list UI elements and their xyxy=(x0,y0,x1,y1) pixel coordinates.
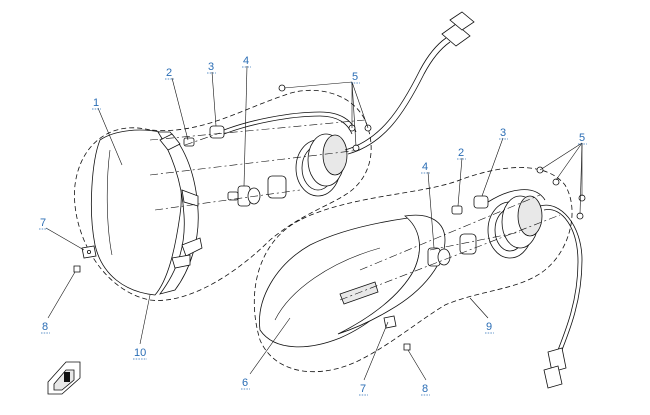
left-parking-bulb xyxy=(183,137,195,147)
right-dust-cover xyxy=(487,195,543,259)
callout-3-right: 3 xyxy=(500,127,506,139)
callout-7-right: 7 xyxy=(360,383,366,395)
callout-8-right: 8 xyxy=(422,383,428,395)
left-wire-harness xyxy=(344,37,447,151)
callout-4-right: 4 xyxy=(422,161,428,173)
callout-9: 9 xyxy=(486,321,492,333)
callouts: 1 2 3 4 5 7 8 10 4 2 3 5 9 6 7 8 xyxy=(39,55,587,396)
left-assembly-outline xyxy=(74,89,372,301)
right-wire-harness xyxy=(539,204,583,356)
leader-lines xyxy=(45,65,583,381)
right-headlight-assembly xyxy=(253,166,586,389)
right-screw xyxy=(403,343,411,351)
left-headlight-lens xyxy=(90,129,182,296)
callout-3-left: 3 xyxy=(208,61,214,73)
left-connector xyxy=(441,11,475,47)
callout-4-left: 4 xyxy=(243,55,249,67)
right-main-bulb xyxy=(427,233,477,267)
callout-5-left: 5 xyxy=(352,71,358,83)
left-main-bulb xyxy=(227,185,261,207)
callout-7-left: 7 xyxy=(40,217,46,229)
left-headlight-assembly xyxy=(73,11,475,301)
right-parking-bulb xyxy=(451,205,463,215)
front-direction-arrow-icon xyxy=(47,361,81,395)
right-mount-screws xyxy=(536,166,586,220)
callout-10: 10 xyxy=(134,347,146,359)
left-screw xyxy=(73,265,81,273)
left-bulb-socket xyxy=(209,111,357,139)
left-dust-cover xyxy=(267,133,348,199)
right-mount-bracket xyxy=(383,315,397,329)
callout-5-right: 5 xyxy=(579,132,585,144)
callout-6: 6 xyxy=(242,377,248,389)
callout-1: 1 xyxy=(93,97,99,109)
callout-2-left: 2 xyxy=(166,67,172,79)
right-bulb-socket xyxy=(473,195,489,209)
callout-2-right: 2 xyxy=(458,147,464,159)
right-headlight-housing xyxy=(337,214,446,335)
callout-8-left: 8 xyxy=(42,321,48,333)
right-connector xyxy=(543,347,567,389)
